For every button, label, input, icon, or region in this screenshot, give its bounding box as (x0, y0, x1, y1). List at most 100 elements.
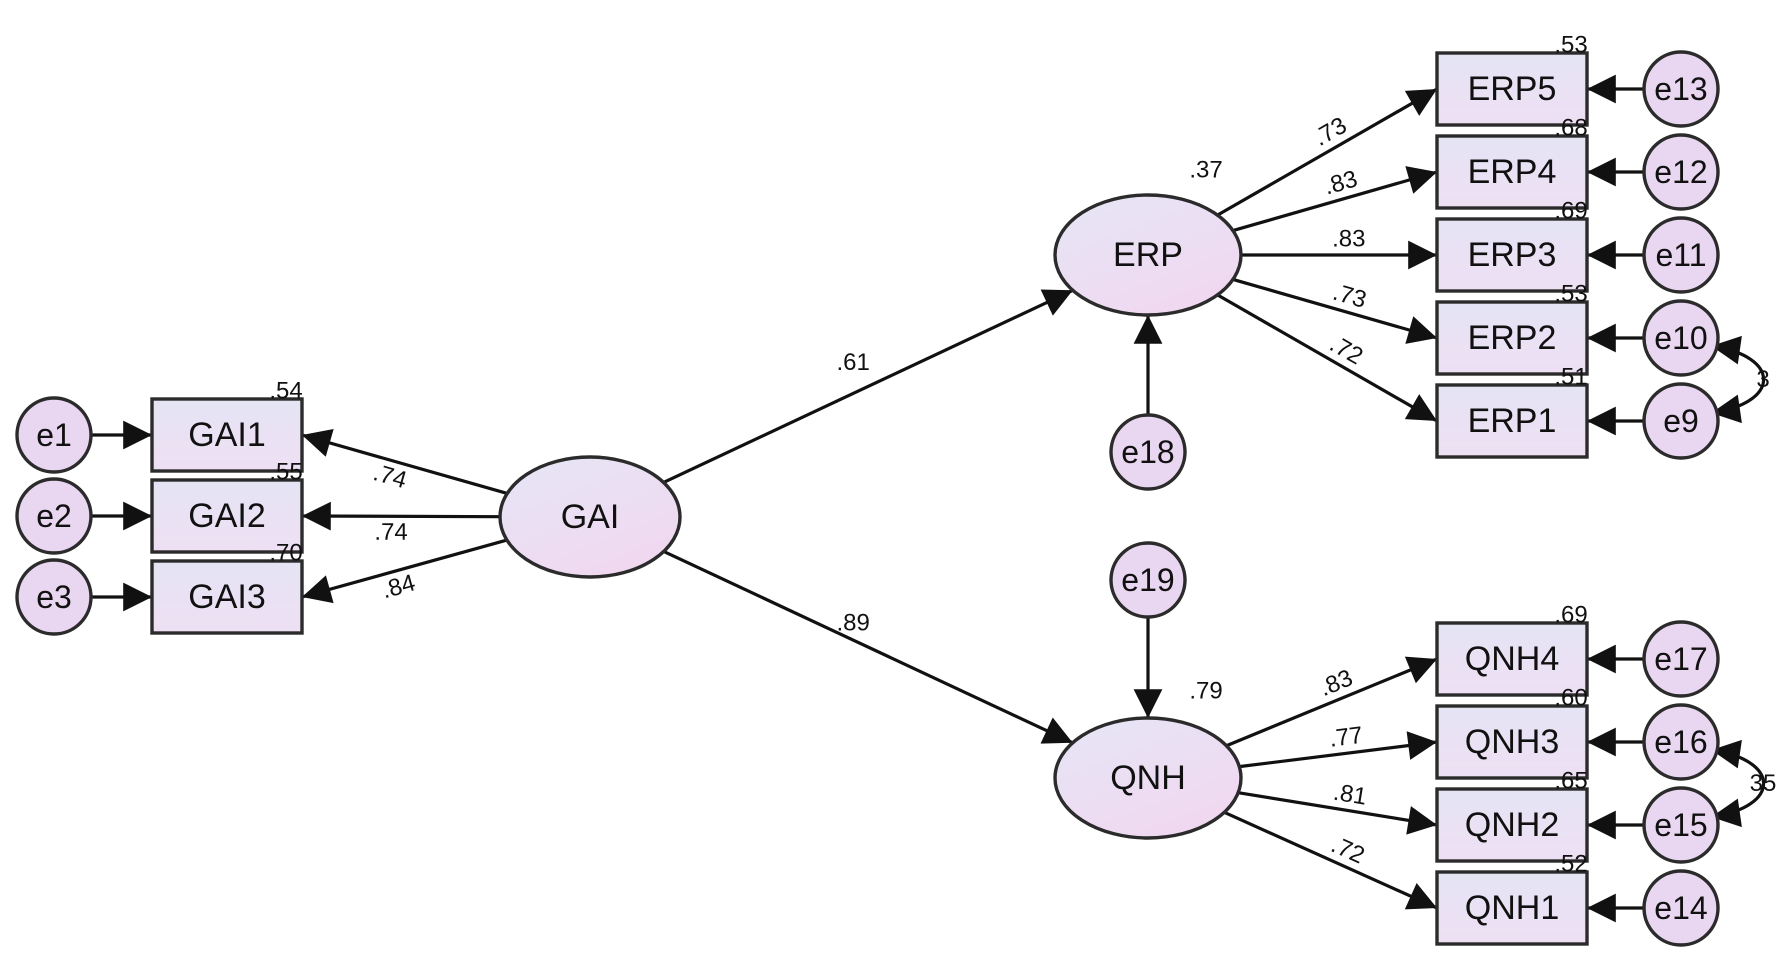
error-label-e19: e19 (1121, 562, 1174, 598)
indicator-r2-qnh4: .69 (1554, 602, 1587, 629)
indicator-label-qnh3: QNH3 (1465, 723, 1559, 761)
loading-arrow-QNH1 (1223, 810, 1438, 910)
covariance-label-e16-e15: 35 (1750, 770, 1777, 797)
indicator-erp2 (1435, 300, 1589, 376)
error-e17 (1642, 620, 1720, 698)
indicator-r2-qnh2: .65 (1554, 768, 1587, 795)
loading-arrow-ERP5 (1216, 87, 1438, 217)
indicator-erp1 (1435, 383, 1589, 459)
indicator-label-erp5: ERP5 (1468, 70, 1557, 108)
loading-label-QNH1: .72 (1327, 831, 1369, 869)
loading-label-ERP3: .83 (1332, 226, 1365, 253)
error-e9 (1642, 382, 1720, 460)
indicator-erp3 (1435, 217, 1589, 293)
loading-arrow-GAI1 (301, 429, 508, 495)
error-label-e15: e15 (1654, 807, 1707, 843)
error-e18 (1109, 413, 1187, 491)
error-e16 (1642, 703, 1720, 781)
loading-label-GAI2: .74 (374, 519, 407, 546)
error-e19 (1109, 541, 1187, 619)
indicator-label-erp4: ERP4 (1468, 153, 1557, 191)
error-label-e3: e3 (36, 579, 72, 615)
edges-layer (91, 74, 1766, 923)
latent-qnh (1053, 716, 1243, 840)
error-label-e14: e14 (1654, 890, 1707, 926)
error-label-e9: e9 (1663, 403, 1699, 439)
error-e3 (15, 558, 93, 636)
error-label-e16: e16 (1654, 724, 1707, 760)
covariance-e10-e9 (1711, 335, 1766, 424)
latent-gai (498, 455, 682, 579)
indicator-label-qnh4: QNH4 (1465, 640, 1559, 678)
indicator-qnh2 (1435, 787, 1589, 863)
error-e15 (1642, 786, 1720, 864)
error-label-e2: e2 (36, 498, 72, 534)
latent-r2-erp: .37 (1189, 157, 1222, 184)
loading-label-ERP5: .73 (1309, 112, 1351, 152)
latent-label-gai: GAI (561, 498, 620, 536)
indicator-label-gai1: GAI1 (188, 416, 265, 454)
indicator-r2-erp3: .69 (1554, 198, 1587, 225)
indicator-qnh3 (1435, 704, 1589, 780)
error-label-e13: e13 (1654, 71, 1707, 107)
loading-arrow-QNH3 (1239, 731, 1438, 769)
error-label-e12: e12 (1654, 154, 1707, 190)
error-label-e10: e10 (1654, 320, 1707, 356)
nodes-layer (15, 50, 1720, 947)
indicator-label-gai2: GAI2 (188, 497, 265, 535)
loading-label-QNH2: .81 (1331, 779, 1368, 811)
indicator-qnh1 (1435, 870, 1589, 946)
indicator-label-gai3: GAI3 (188, 578, 265, 616)
indicator-r2-gai1: .54 (269, 378, 302, 405)
indicator-label-erp3: ERP3 (1468, 236, 1557, 274)
error-e12 (1642, 133, 1720, 211)
error-e13 (1642, 50, 1720, 128)
loading-arrow-QNH2 (1237, 791, 1438, 835)
loading-label-ERP1: .72 (1325, 330, 1367, 370)
indicator-r2-erp1: .51 (1554, 364, 1587, 391)
path-coef-GAI-QNH: .89 (837, 610, 870, 637)
indicator-r2-qnh1: .52 (1554, 851, 1587, 878)
indicator-r2-erp5: .53 (1554, 32, 1587, 59)
indicator-r2-erp2: .53 (1554, 281, 1587, 308)
indicator-qnh4 (1435, 621, 1589, 697)
latent-erp (1053, 193, 1243, 317)
covariance-label-e10-e9: 3 (1756, 366, 1769, 393)
latent-label-qnh: QNH (1110, 759, 1186, 797)
indicator-label-qnh2: QNH2 (1465, 806, 1559, 844)
error-e14 (1642, 869, 1720, 947)
indicator-erp4 (1435, 134, 1589, 210)
indicator-r2-erp4: .68 (1554, 115, 1587, 142)
path-arrow-GAI-ERP (662, 288, 1074, 484)
indicator-gai1 (150, 397, 304, 473)
indicator-label-qnh1: QNH1 (1465, 889, 1559, 927)
error-label-e17: e17 (1654, 641, 1707, 677)
error-label-e18: e18 (1121, 434, 1174, 470)
loading-label-QNH4: .83 (1316, 664, 1357, 702)
path-arrow-GAI-QNH (662, 550, 1074, 745)
loading-arrow-GAI3 (301, 538, 508, 604)
indicator-label-erp1: ERP1 (1468, 402, 1557, 440)
indicator-r2-gai3: .70 (269, 540, 302, 567)
loading-arrow-ERP2 (1232, 277, 1438, 344)
error-e11 (1642, 216, 1720, 294)
indicator-gai3 (150, 559, 304, 635)
latent-label-erp: ERP (1113, 236, 1183, 274)
loading-label-QNH3: .77 (1328, 722, 1364, 753)
error-label-e1: e1 (36, 417, 72, 453)
error-e2 (15, 477, 93, 555)
error-e1 (15, 396, 93, 474)
indicator-label-erp2: ERP2 (1468, 319, 1557, 357)
error-label-e11: e11 (1655, 237, 1706, 273)
indicator-r2-qnh3: .60 (1554, 685, 1587, 712)
loading-arrow-ERP4 (1232, 166, 1438, 233)
path-coef-GAI-ERP: .61 (837, 349, 870, 376)
covariance-e16-e15 (1711, 739, 1766, 828)
loading-arrow-ERP1 (1216, 293, 1438, 423)
indicator-erp5 (1435, 51, 1589, 127)
indicator-gai2 (150, 478, 304, 554)
latent-r2-qnh: .79 (1189, 678, 1222, 705)
loading-arrow-QNH4 (1225, 656, 1438, 748)
loading-arrow-GAI2 (301, 501, 501, 531)
